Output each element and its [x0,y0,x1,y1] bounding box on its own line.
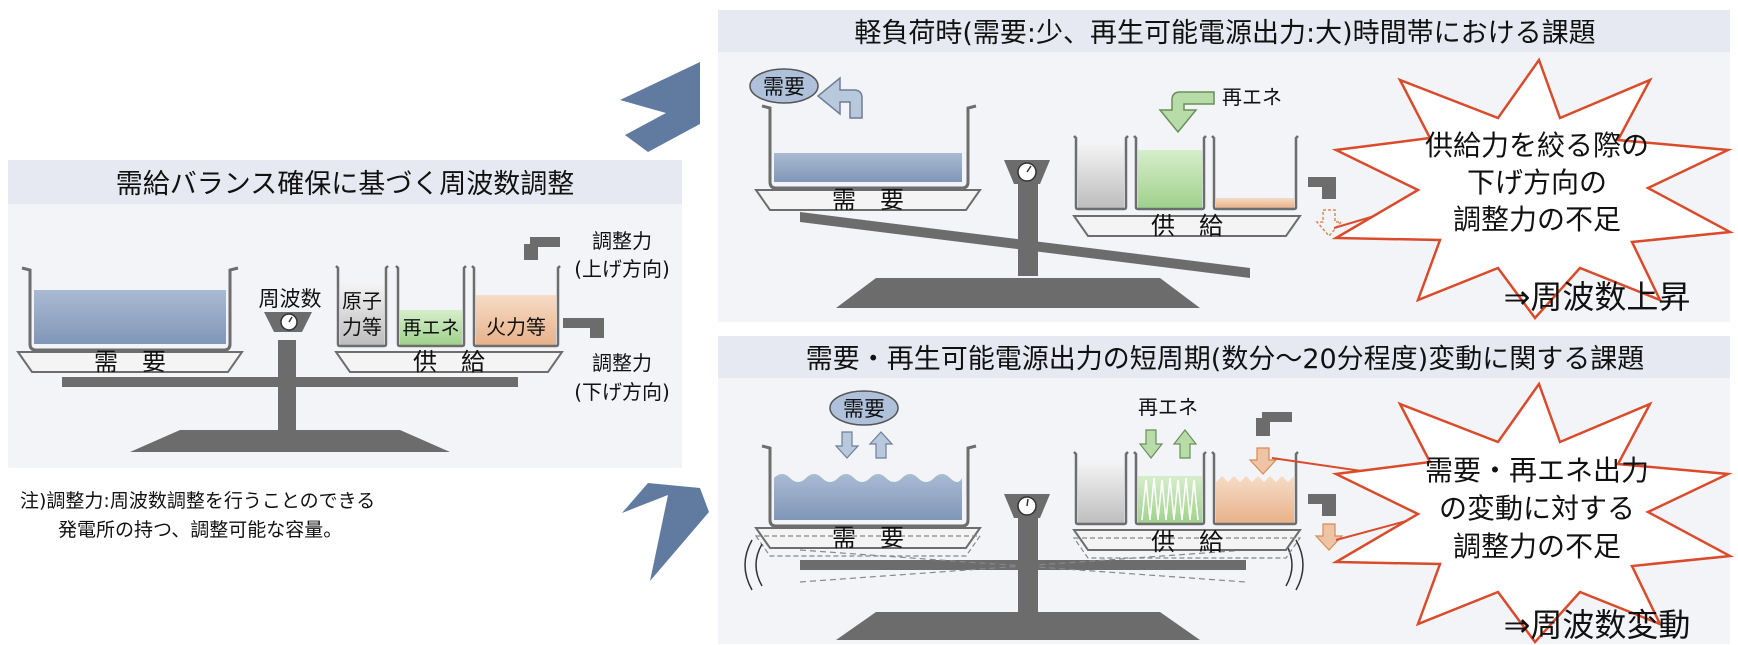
demand-up-arrow-icon [868,431,894,459]
arrow-down-right-icon [622,483,709,581]
left-panel-title: 需給バランス確保に基づく周波数調整 [116,169,574,200]
svg-text:周波数: 周波数 [259,287,322,311]
faucet-down-icon [563,318,604,338]
svg-text:の変動に対する: の変動に対する [1439,492,1635,525]
bottom-result: ⇒周波数変動 [1504,606,1691,644]
svg-text:再エネ: 再エネ [1222,85,1282,109]
demand-basin [21,266,239,352]
svg-text:供 給: 供 給 [1151,528,1223,556]
top-result: ⇒周波数上昇 [1504,278,1691,316]
demand-tray: 需 要 [16,348,244,376]
demand-bubble [749,68,819,104]
faucet-icon [1308,177,1336,199]
svg-text:需要・再エネ出力: 需要・再エネ出力 [1425,454,1649,487]
warning-burst [1331,57,1735,320]
svg-text:調整力の不足: 調整力の不足 [1453,203,1621,236]
svg-text:再エネ: 再エネ [402,317,459,339]
renewable-in-arrow-icon [1158,91,1215,134]
svg-text:火力等: 火力等 [486,315,546,339]
supply-tray: 供 給 [334,348,564,376]
orange-down-arrow-icon [1248,447,1278,475]
svg-text:調整力: 調整力 [592,229,652,253]
nuclear-tank: 原子 力等 [335,265,389,348]
svg-text:供 給: 供 給 [413,348,485,376]
top-panel-title: 軽負荷時(需要:少、再生可能電源出力:大)時間帯における課題 [854,18,1595,49]
arrow-up-right-icon [620,62,700,152]
svg-text:需 要: 需 要 [94,348,166,376]
balance-scale: 周波数 [62,287,518,452]
svg-text:需要: 需要 [763,75,805,99]
svg-text:調整力: 調整力 [592,351,652,375]
vibration-left-icon [744,539,763,591]
svg-text:供給力を絞る際の: 供給力を絞る際の [1425,129,1649,162]
left-panel: 需給バランス確保に基づく周波数調整 需 要 周波数 原子 力等 [8,160,682,468]
renewable-tank: 再エネ [395,265,467,348]
svg-text:需要: 需要 [843,397,885,421]
renewable-up-arrow-icon [1172,429,1198,459]
orange-down-arrow-icon [1314,523,1344,551]
footnote: 注)調整力:周波数調整を行うことのできる 発電所の持つ、調整可能な容量。 [20,490,375,541]
top-panel: 軽負荷時(需要:少、再生可能電源出力:大)時間帯における課題 需要 需 要 供 … [718,10,1735,322]
svg-text:(下げ方向): (下げ方向) [574,380,670,404]
faucet-down-icon [1308,494,1336,516]
svg-text:再エネ: 再エネ [1138,395,1198,419]
warning-burst [1331,381,1735,644]
renewable-fluctuation [1141,477,1199,521]
svg-text:原子: 原子 [342,289,382,313]
faucet-up-icon [524,237,560,260]
demand-out-arrow-icon [816,76,863,119]
thermal-tank: 火力等 [471,265,561,348]
svg-text:発電所の持つ、調整可能な容量。: 発電所の持つ、調整可能な容量。 [58,519,342,541]
dashed-down-arrow-icon [1315,209,1343,238]
svg-text:供 給: 供 給 [1151,212,1223,240]
bottom-panel: 需要・再生可能電源出力の短周期(数分～20分程度)変動に関する課題 需要 需 要 [718,336,1735,644]
demand-down-arrow-icon [834,431,860,459]
bottom-panel-title: 需要・再生可能電源出力の短周期(数分～20分程度)変動に関する課題 [806,344,1644,375]
svg-text:注)調整力:周波数調整を行うことのできる: 注)調整力:周波数調整を行うことのできる [20,490,375,512]
svg-text:需 要: 需 要 [832,186,904,214]
svg-text:下げ方向の: 下げ方向の [1467,166,1607,199]
svg-text:調整力の不足: 調整力の不足 [1453,530,1621,563]
svg-text:需 要: 需 要 [832,524,904,552]
faucet-up-icon [1256,412,1292,436]
svg-text:力等: 力等 [342,315,382,339]
renewable-down-arrow-icon [1138,429,1164,459]
svg-text:(上げ方向): (上げ方向) [574,257,670,281]
